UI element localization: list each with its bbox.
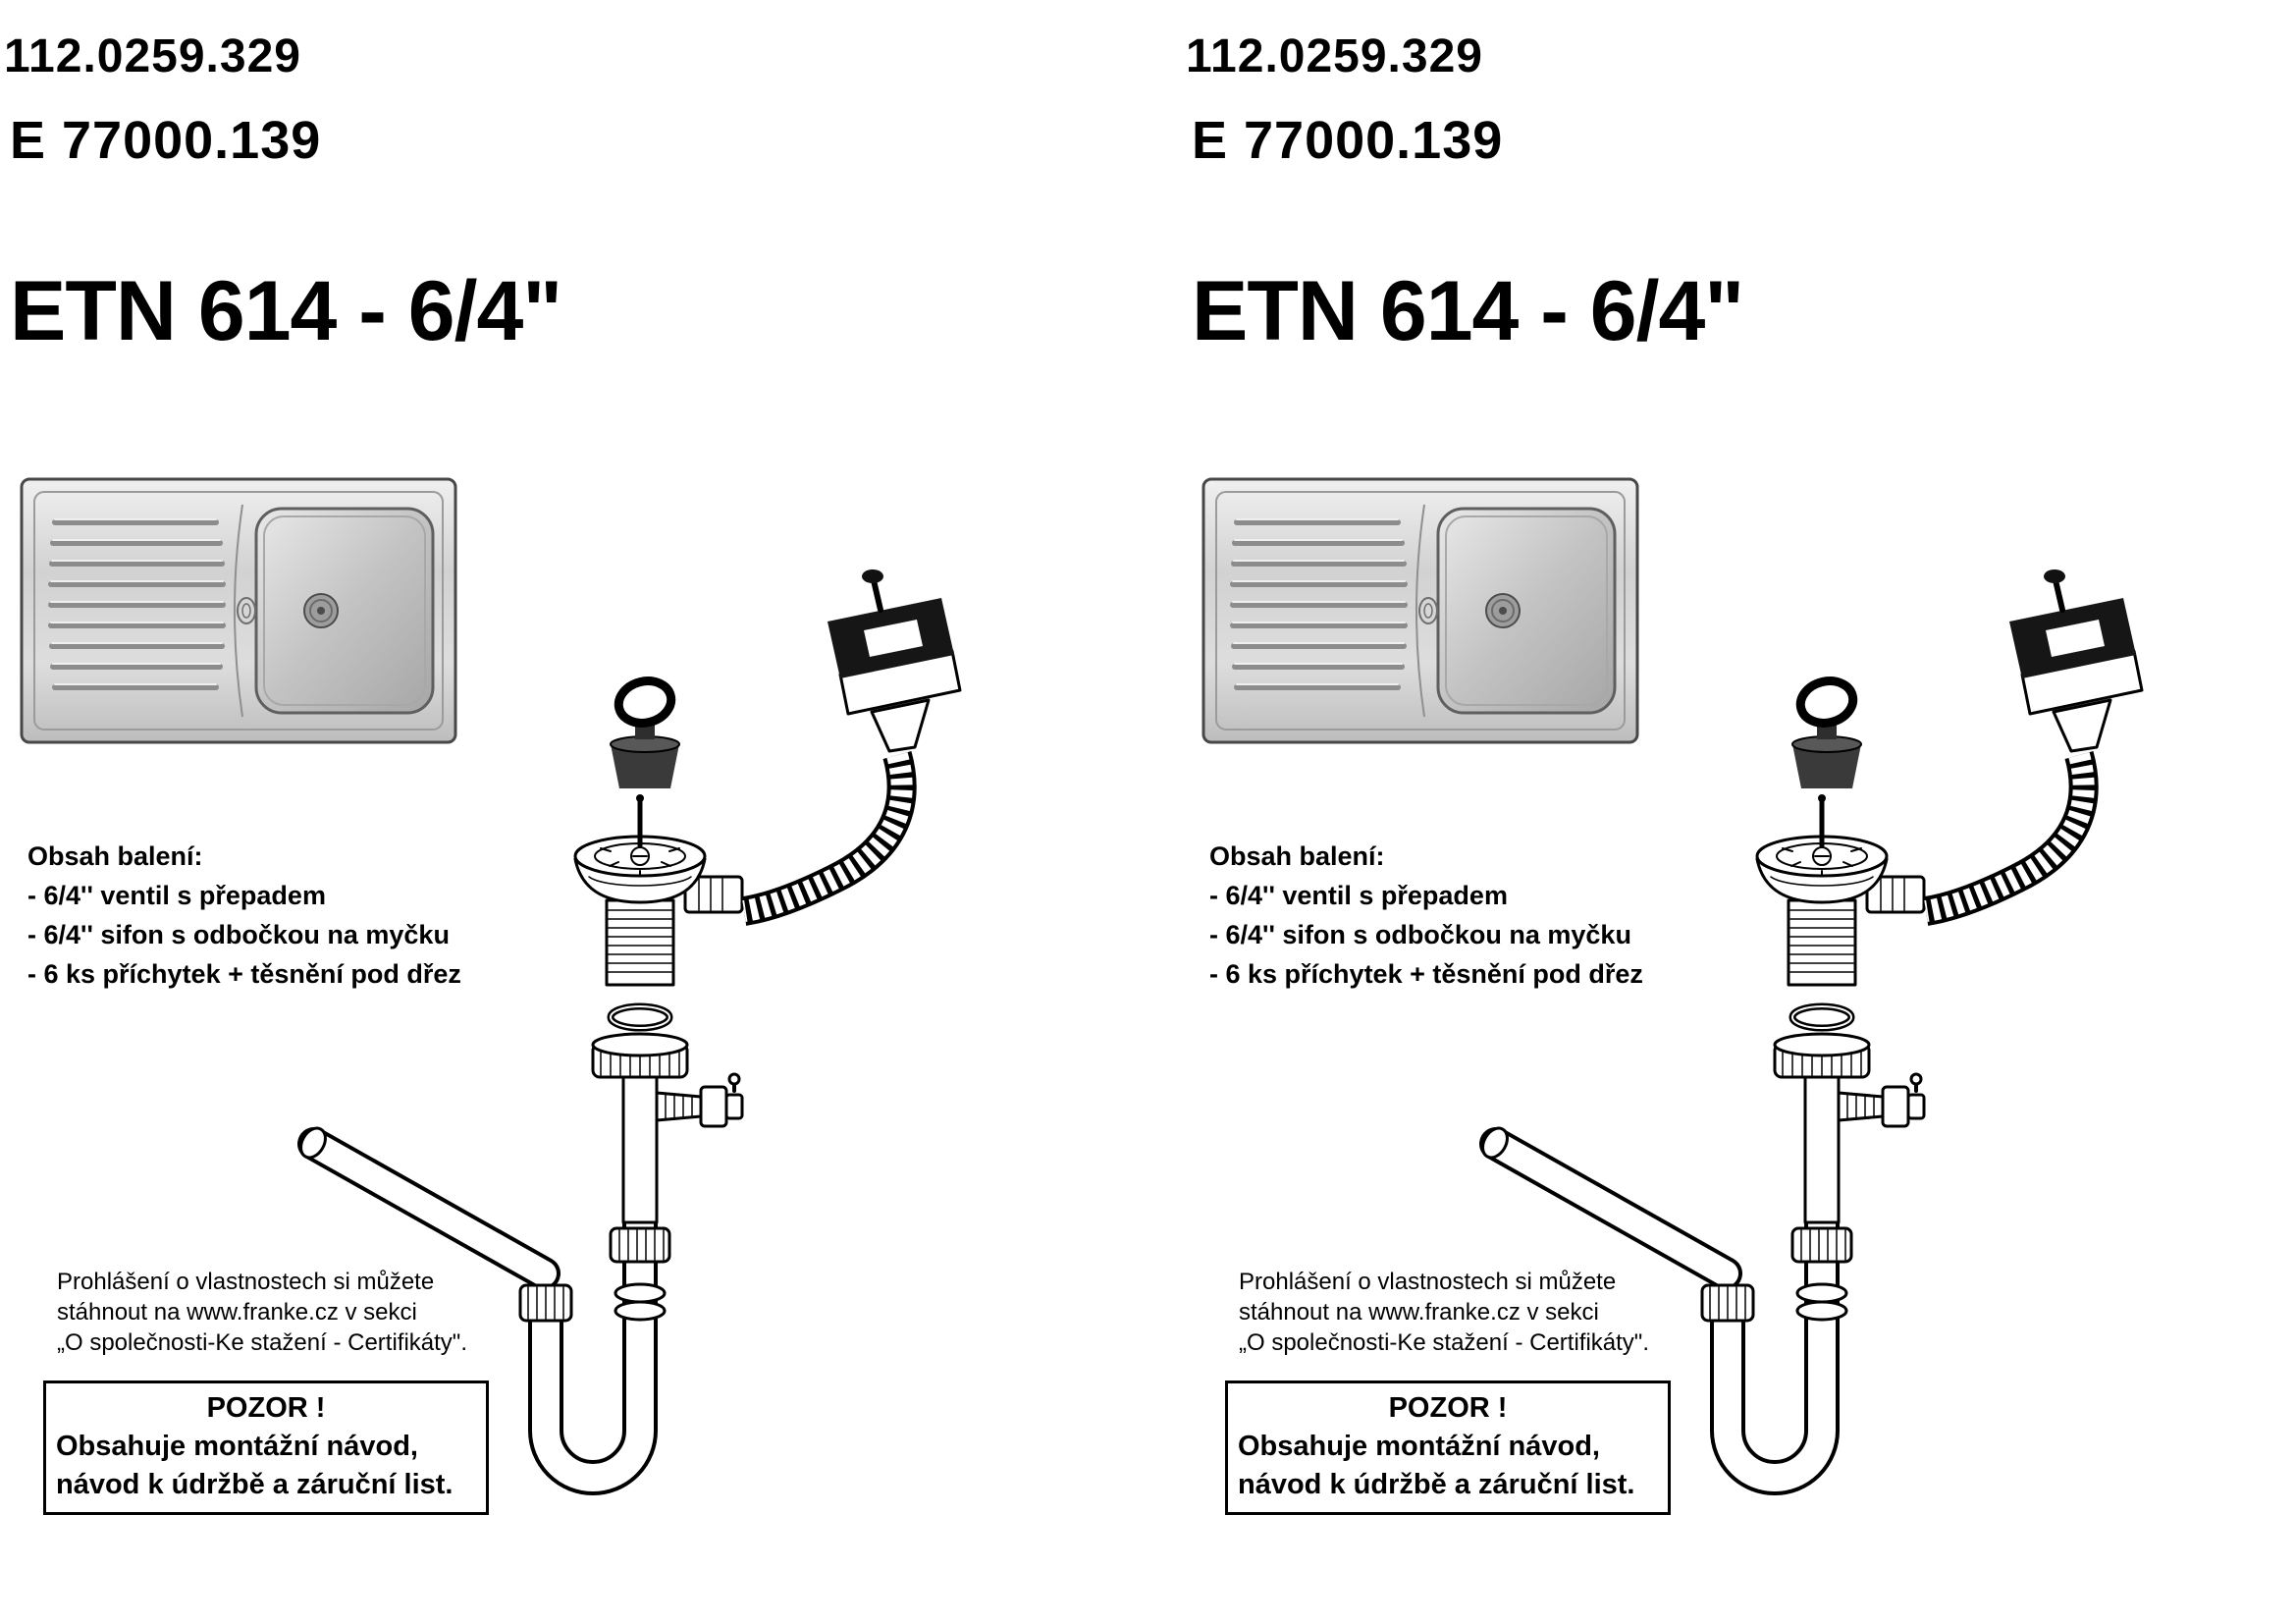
declaration-line: „O společnosti-Ke stažení - Certifikáty"… bbox=[57, 1329, 467, 1356]
package-item: - 6 ks příchytek + těsnění pod dřez bbox=[27, 959, 461, 989]
declaration-line: Prohlášení o vlastnostech si můžete bbox=[57, 1269, 435, 1295]
warning-line: návod k údržbě a záruční list. bbox=[56, 1469, 454, 1500]
model-number: E 77000.139 bbox=[10, 111, 322, 170]
model-number: E 77000.139 bbox=[1192, 111, 1504, 170]
declaration-note: Prohlášení o vlastnostech si můžete stáh… bbox=[57, 1267, 467, 1358]
warning-box: POZOR ! Obsahuje montážní návod, návod k… bbox=[43, 1380, 489, 1515]
package-contents: Obsah balení: - 6/4'' ventil s přepadem … bbox=[27, 837, 461, 994]
drain-assembly-diagram bbox=[1476, 565, 2144, 1522]
warning-box: POZOR ! Obsahuje montážní návod, návod k… bbox=[1225, 1380, 1671, 1515]
package-contents-heading: Obsah balení: bbox=[27, 841, 203, 871]
drain-assembly-diagram bbox=[294, 565, 962, 1522]
package-contents: Obsah balení: - 6/4'' ventil s přepadem … bbox=[1209, 837, 1643, 994]
warning-line: Obsahuje montážní návod, bbox=[1238, 1431, 1600, 1462]
package-contents-heading: Obsah balení: bbox=[1209, 841, 1385, 871]
product-label-right: 112.0259.329 E 77000.139 ETN 614 - 6/4" … bbox=[1182, 0, 2296, 1624]
warning-title: POZOR ! bbox=[206, 1392, 326, 1424]
warning-title: POZOR ! bbox=[1388, 1392, 1508, 1424]
package-item: - 6/4'' ventil s přepadem bbox=[1209, 881, 1508, 910]
declaration-line: „O společnosti-Ke stažení - Certifikáty"… bbox=[1239, 1329, 1649, 1356]
declaration-line: Prohlášení o vlastnostech si můžete bbox=[1239, 1269, 1617, 1295]
product-title: ETN 614 - 6/4" bbox=[1192, 264, 1744, 358]
package-item: - 6 ks příchytek + těsnění pod dřez bbox=[1209, 959, 1643, 989]
package-item: - 6/4'' sifon s odbočkou na myčku bbox=[27, 920, 450, 949]
article-number: 112.0259.329 bbox=[4, 30, 301, 82]
product-label-left: 112.0259.329 E 77000.139 ETN 614 - 6/4" … bbox=[4, 30, 1148, 1522]
article-number: 112.0259.329 bbox=[1186, 30, 1483, 82]
warning-line: návod k údržbě a záruční list. bbox=[1238, 1469, 1635, 1500]
package-item: - 6/4'' sifon s odbočkou na myčku bbox=[1209, 920, 1631, 949]
declaration-note: Prohlášení o vlastnostech si můžete stáh… bbox=[1239, 1267, 1649, 1358]
declaration-line: stáhnout na www.franke.cz v sekci bbox=[1239, 1299, 1599, 1326]
package-item: - 6/4'' ventil s přepadem bbox=[27, 881, 326, 910]
declaration-line: stáhnout na www.franke.cz v sekci bbox=[57, 1299, 417, 1326]
warning-line: Obsahuje montážní návod, bbox=[56, 1431, 418, 1462]
product-title: ETN 614 - 6/4" bbox=[10, 264, 562, 358]
